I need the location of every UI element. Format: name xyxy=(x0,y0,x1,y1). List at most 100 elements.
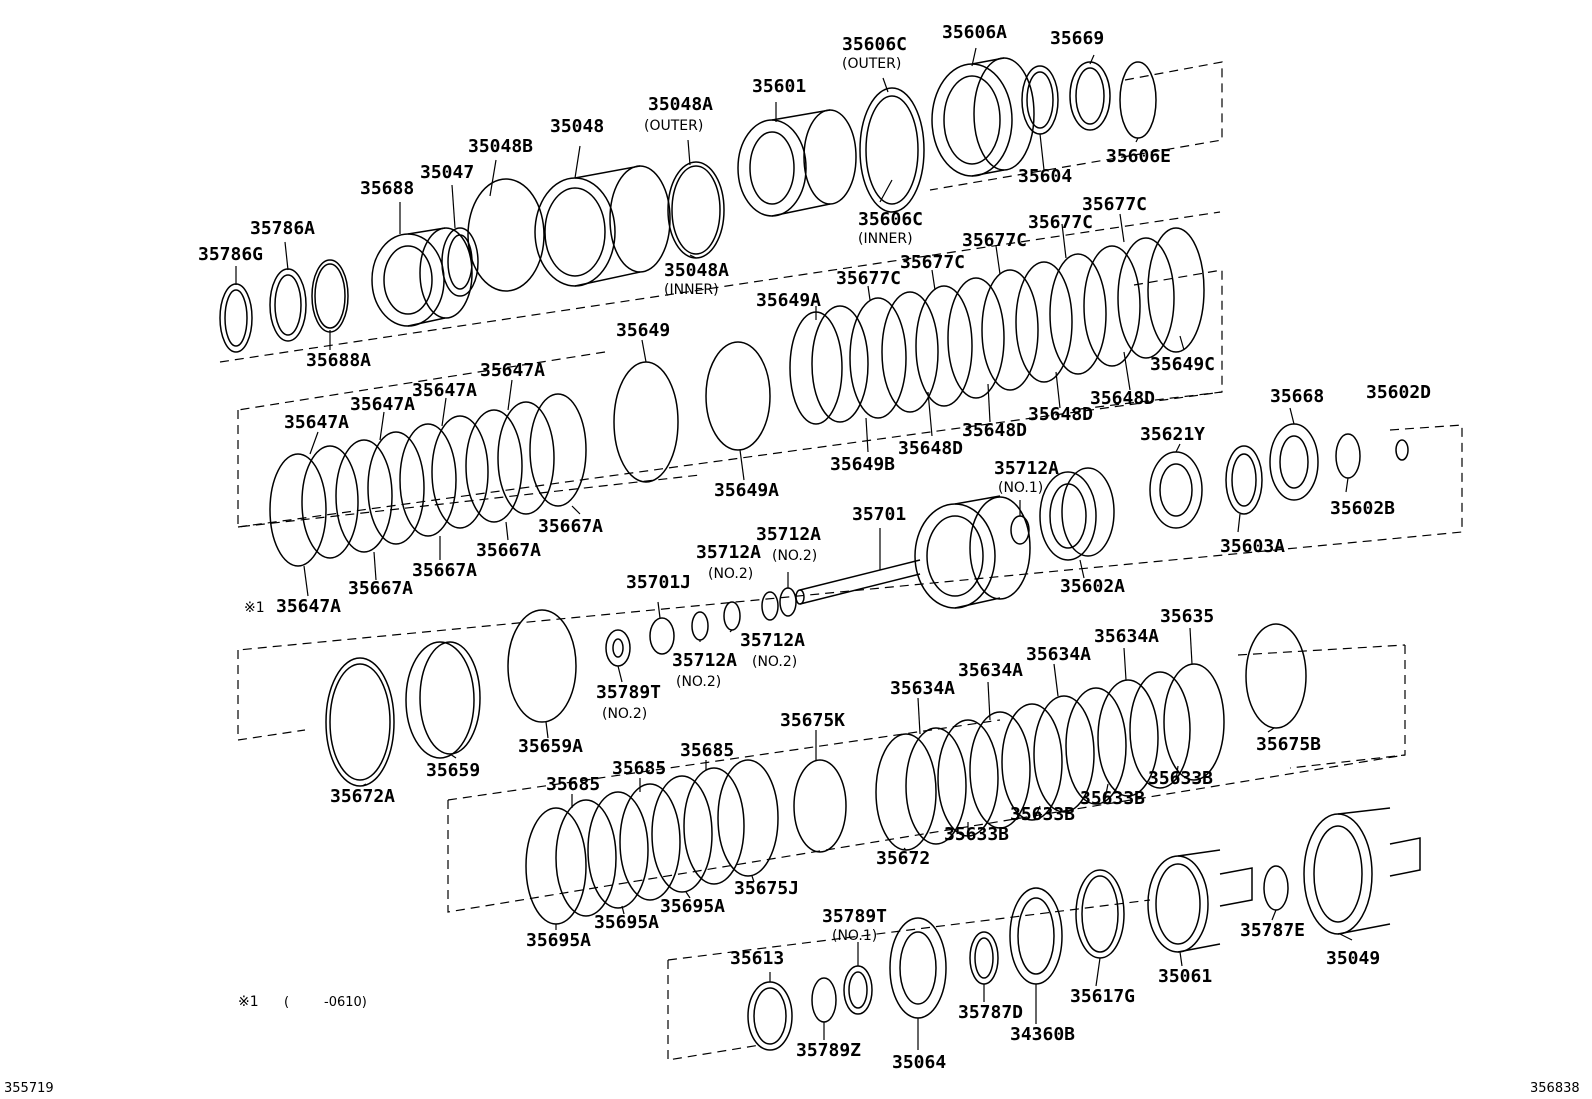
label-35048A-outer: 35048A xyxy=(648,94,713,115)
bush-35789Z xyxy=(811,977,837,1023)
label-35677C-4: 35677C xyxy=(900,252,965,273)
ring-35712A-d xyxy=(691,611,709,641)
label-35789T-no2: 35789T xyxy=(596,682,661,703)
label-35606C-inner: 35606C xyxy=(858,209,923,230)
label-35701J: 35701J xyxy=(626,572,691,593)
label-35672: 35672 xyxy=(876,848,930,869)
washer-35789T-no1 xyxy=(843,965,873,1015)
ring-35602B xyxy=(1335,433,1361,479)
label-35712A-no1: 35712A xyxy=(994,458,1059,479)
gear-35064 xyxy=(889,917,947,1019)
label-35675B: 35675B xyxy=(1256,734,1321,755)
label-35606A: 35606A xyxy=(942,22,1007,43)
label-35786A: 35786A xyxy=(250,218,315,239)
label-35712A-d-note: (NO.2) xyxy=(676,674,721,690)
label-35712A-b: 35712A xyxy=(696,542,761,563)
corner-left-number: 355719 xyxy=(4,1081,54,1096)
label-34360B: 34360B xyxy=(1010,1024,1075,1045)
label-35647A-2: 35647A xyxy=(412,380,477,401)
label-35659A: 35659A xyxy=(518,736,583,757)
carrier-35061 xyxy=(1147,855,1209,953)
label-35647A-1: 35647A xyxy=(480,360,545,381)
label-35633B-4: 35633B xyxy=(944,824,1009,845)
label-35789T-no1: 35789T xyxy=(822,906,887,927)
label-35633B-2: 35633B xyxy=(1080,788,1145,809)
seal-35602D xyxy=(1395,439,1409,461)
label-35685-2: 35685 xyxy=(612,758,666,779)
part-35617G xyxy=(1075,869,1125,959)
label-35602B: 35602B xyxy=(1330,498,1395,519)
label-35789Z: 35789Z xyxy=(796,1040,861,1061)
label-35064: 35064 xyxy=(892,1052,946,1073)
label-35712A-c: 35712A xyxy=(740,630,805,651)
row5-clutch-pack xyxy=(525,759,779,925)
label-35648D-4: 35648D xyxy=(898,438,963,459)
label-35602D: 35602D xyxy=(1366,382,1431,403)
ring-35712A-a xyxy=(779,587,797,617)
label-35667A-4: 35667A xyxy=(348,578,413,599)
bearing-35047 xyxy=(441,227,479,297)
label-35668: 35668 xyxy=(1270,386,1324,407)
label-35712A-a: 35712A xyxy=(756,524,821,545)
label-35649B: 35649B xyxy=(830,454,895,475)
label-35789T-no2-note: (NO.2) xyxy=(602,706,647,722)
label-35649C: 35649C xyxy=(1150,354,1215,375)
label-35649A-top: 35649A xyxy=(756,290,821,311)
drum-35048 xyxy=(534,177,616,287)
snap-ring-35649A xyxy=(705,341,771,451)
plate-35606C xyxy=(859,87,925,213)
ring-35048B xyxy=(467,178,545,292)
label-35712A-no1-note: (NO.1) xyxy=(998,480,1043,496)
label-35695A-3: 35695A xyxy=(526,930,591,951)
label-35675J: 35675J xyxy=(734,878,799,899)
label-35712A-b-note: (NO.2) xyxy=(708,566,753,582)
label-35789T-no1-note: (NO.1) xyxy=(832,928,877,944)
label-35787D: 35787D xyxy=(958,1002,1023,1023)
label-35647A-ref: 35647A xyxy=(276,596,341,617)
plate-35649 xyxy=(613,361,679,483)
label-35606C-outer: 35606C xyxy=(842,34,907,55)
label-35648D-3: 35648D xyxy=(962,420,1027,441)
label-35695A-2: 35695A xyxy=(594,912,659,933)
corner-right-number: 356838 xyxy=(1530,1081,1580,1096)
label-35667A-2: 35667A xyxy=(476,540,541,561)
label-35677C-3: 35677C xyxy=(962,230,1027,251)
label-35634A-1: 35634A xyxy=(1094,626,1159,647)
footnote-range: -0610) xyxy=(324,995,367,1010)
label-35048: 35048 xyxy=(550,116,604,137)
footnote-mark: ※1 xyxy=(238,994,259,1010)
ring-35688A xyxy=(311,259,349,333)
label-35647A-ref-mark: ※1 xyxy=(244,600,265,616)
label-35048B: 35048B xyxy=(468,136,533,157)
ring-35712A-b xyxy=(761,591,779,621)
label-35677C-1: 35677C xyxy=(1082,194,1147,215)
row3-right-parts xyxy=(1010,423,1409,561)
label-35606C-outer-note: (OUTER) xyxy=(842,56,901,72)
row2-clutch-pack xyxy=(613,227,1205,483)
label-35672A: 35672A xyxy=(330,786,395,807)
leader-lines xyxy=(235,47,1353,1050)
label-35675K: 35675K xyxy=(780,710,845,731)
washer-35789T-no2 xyxy=(605,629,631,667)
snap-ring-35675B xyxy=(1245,623,1307,729)
label-35688: 35688 xyxy=(360,178,414,199)
label-35602A: 35602A xyxy=(1060,576,1125,597)
washer-35701J xyxy=(649,617,675,655)
retainer-35669 xyxy=(1069,61,1111,131)
label-35048A-outer-note: (OUTER) xyxy=(644,118,703,134)
label-35048A-inner: 35048A xyxy=(664,260,729,281)
snap-ring-35675K xyxy=(793,759,847,853)
label-35786G: 35786G xyxy=(198,244,263,265)
label-35049: 35049 xyxy=(1326,948,1380,969)
gear-35602A xyxy=(1039,471,1097,561)
label-35647A-3: 35647A xyxy=(350,394,415,415)
label-35604: 35604 xyxy=(1018,166,1072,187)
label-35606C-inner-note: (INNER) xyxy=(858,231,913,247)
label-35688A: 35688A xyxy=(306,350,371,371)
label-35633B-1: 35633B xyxy=(1148,768,1213,789)
label-35606E: 35606E xyxy=(1106,146,1171,167)
ring-35787D xyxy=(969,931,999,985)
label-35787E: 35787E xyxy=(1240,920,1305,941)
ring-35672A xyxy=(325,657,395,787)
label-35649: 35649 xyxy=(616,320,670,341)
